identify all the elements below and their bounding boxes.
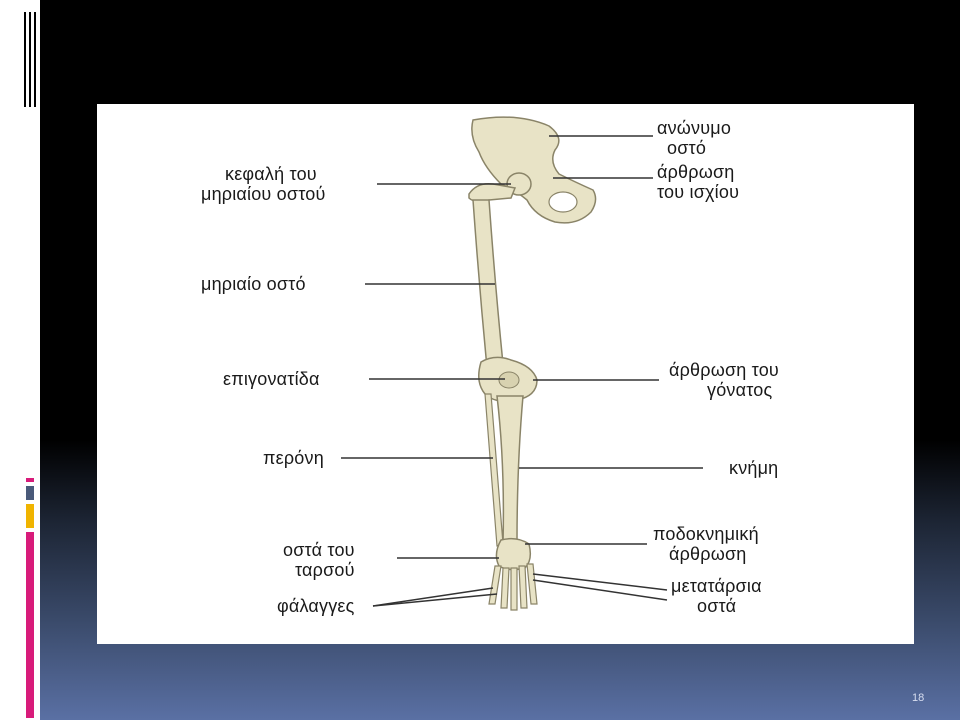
decorative-vertical-lines (24, 12, 38, 107)
label-line: μετατάρσια (671, 576, 762, 596)
label-line: άρθρωση (669, 544, 747, 564)
label-femur: μηριαίο οστό (201, 274, 306, 294)
label-hip-joint: άρθρωση του ισχίου (657, 162, 739, 202)
label-line: του ισχίου (657, 182, 740, 202)
label-line: άρθρωση του (669, 360, 779, 380)
label-metatarsals: μετατάρσια οστά (671, 576, 762, 616)
label-patella: επιγονατίδα (223, 369, 320, 389)
foot-bones-shape (488, 563, 538, 611)
label-tarsals: οστά του ταρσού (283, 540, 355, 580)
page-number: 18 (912, 692, 925, 704)
leg-bones-drawing (341, 116, 703, 611)
label-line: κνήμη (729, 458, 779, 478)
label-line: οστό (667, 138, 707, 158)
label-ankle-joint: ποδοκνημική άρθρωση (653, 524, 759, 564)
label-knee-joint: άρθρωση του γόνατος (669, 360, 779, 400)
label-line: ποδοκνημική (653, 524, 759, 544)
label-hip-bone: ανώνυμο οστό (657, 118, 731, 158)
label-line: οστά (697, 596, 737, 616)
label-line: κεφαλή του (225, 164, 317, 184)
label-line: επιγονατίδα (223, 369, 320, 389)
label-line: ταρσού (295, 560, 355, 580)
leader-lines (341, 135, 703, 607)
left-white-bar (0, 0, 40, 720)
label-line: μηριαίου οστού (201, 184, 326, 204)
accent-mark-yellow (26, 504, 34, 528)
accent-mark-pink-top (26, 478, 34, 482)
label-line: άρθρωση (657, 162, 735, 182)
leg-skeleton-diagram: ανώνυμο οστό άρθρωση του ισχίου άρθρωση … (97, 104, 914, 644)
label-line: ανώνυμο (657, 118, 732, 138)
label-line: γόνατος (707, 380, 773, 400)
label-line: φάλαγγες (277, 596, 355, 616)
label-fibula: περόνη (263, 448, 324, 468)
label-line: οστά του (283, 540, 355, 560)
accent-mark-slate (26, 486, 34, 500)
label-line: περόνη (263, 448, 324, 468)
label-phalanges: φάλαγγες (277, 596, 355, 616)
hip-bone-shape (471, 116, 597, 224)
label-line: μηριαίο οστό (201, 274, 306, 294)
label-tibia: κνήμη (729, 458, 778, 478)
accent-mark-pink-long (26, 532, 34, 718)
label-femur-head: κεφαλή του μηριαίου οστού (201, 164, 326, 204)
